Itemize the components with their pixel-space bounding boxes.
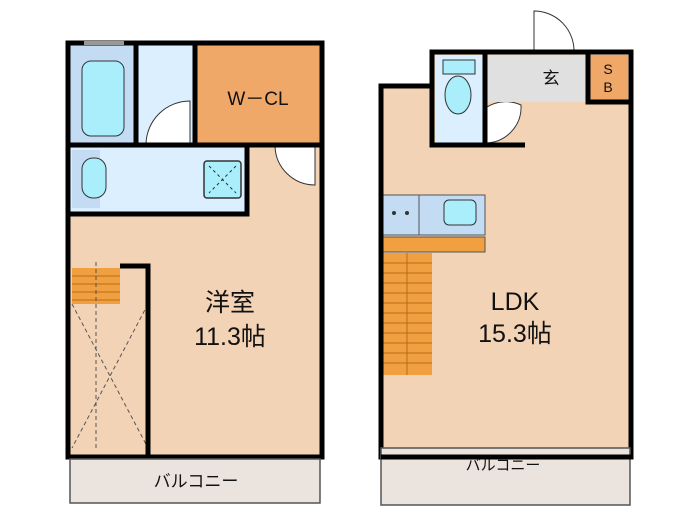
entrance-door <box>533 10 575 53</box>
toilet-door <box>486 101 522 144</box>
window <box>84 41 124 45</box>
right-walls <box>378 49 634 460</box>
drain-mark <box>208 165 237 194</box>
left-stairs <box>71 262 149 449</box>
kitchen-stove <box>382 194 420 236</box>
toilet-tank <box>442 59 476 75</box>
left-room-size: 11.3帖 <box>194 323 266 351</box>
shoe-box <box>590 55 628 102</box>
kitchen-sink <box>443 199 477 226</box>
entrance-label: 玄 <box>543 69 560 88</box>
ldk-size: 15.3帖 <box>478 320 552 348</box>
entrance-area <box>487 55 587 102</box>
left-unit: W－CL 洋室 11.3帖 バルコニー <box>65 40 325 504</box>
toilet-bowl-right <box>444 75 472 115</box>
shoe-box-label-s: S <box>603 61 612 77</box>
toilet-bowl <box>81 157 107 199</box>
walk-in-closet-label: W－CL <box>227 89 288 110</box>
right-unit: 玄 S B LDK 15.3帖 バルコニー <box>378 10 634 506</box>
left-room-name: 洋室 <box>205 289 255 317</box>
right-stairs <box>383 253 432 375</box>
left-balcony <box>69 458 321 504</box>
washroom-door <box>145 100 191 146</box>
right-balcony-label: バルコニー <box>466 457 541 474</box>
walk-in-closet <box>197 45 320 145</box>
shoe-box-label-b: B <box>603 79 612 95</box>
room-door <box>274 145 316 186</box>
bathtub <box>81 60 125 137</box>
ldk-name: LDK <box>491 288 540 316</box>
kitchen-cabinet <box>382 236 486 253</box>
left-balcony-label: バルコニー <box>154 472 239 491</box>
left-walls <box>65 40 325 460</box>
